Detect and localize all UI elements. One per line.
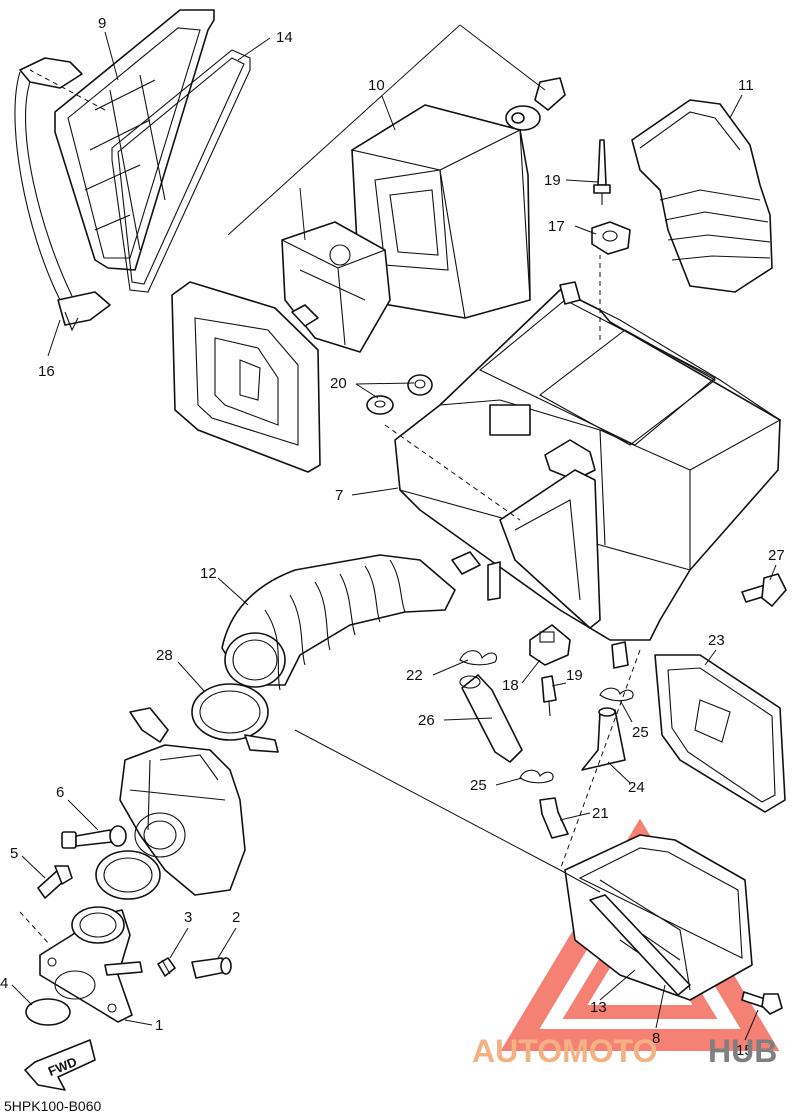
part-17-nut [591,221,631,255]
watermark-text-part2: HUB [708,1033,777,1069]
part-19-lower-screw [541,675,557,717]
part-25-clip-upper [599,687,634,702]
callout-24: 24 [628,779,645,796]
part-4-o-ring [25,998,71,1026]
callout-3: 3 [184,909,192,926]
part-11-intake-duct [631,99,773,293]
part-9-filter-cage [54,9,215,271]
callout-14: 14 [276,29,293,46]
part-13-cover [564,834,753,1001]
part-16-wire-clip [14,57,111,332]
callout-21: 21 [592,805,609,822]
callout-27: 27 [768,547,785,564]
watermark-text-part1: AUTOMOTO [472,1033,657,1069]
callout-9: 9 [98,15,106,32]
part-2-cap [191,957,232,979]
callout-10: 10 [368,77,385,94]
callout-20: 20 [330,375,347,392]
part-6-bolt [61,825,127,849]
part-24-drain-cap [581,707,626,771]
filter-frame [171,281,321,473]
callout-17: 17 [548,218,565,235]
callout-7: 7 [335,487,343,504]
part-22-clip [459,650,498,666]
callout-19: 19 [544,172,561,189]
part-23-filter-screen [654,654,786,813]
part-14-gasket [111,49,251,293]
callout-11: 11 [738,77,754,94]
part-3-clip [157,957,176,977]
carburetor [119,707,246,896]
callout-12: 12 [200,565,217,582]
callout-16: 16 [38,363,55,380]
callout-28: 28 [156,647,173,664]
part-27-bolt [741,573,787,607]
fwd-arrow: FWD [24,1039,96,1091]
case-fitting [451,551,501,601]
part-28-hose-clamp [191,683,279,753]
part-20-grommets [366,374,433,415]
carb-side-clamp [95,850,161,900]
callout-8: 8 [652,1030,660,1047]
part-25-clip-lower [519,769,554,784]
callout-19b: 19 [566,667,583,684]
callout-25b: 25 [470,777,487,794]
part-15-bolt [741,991,783,1015]
callout-5: 5 [10,845,18,862]
watermark-text: AUTOMOTO HUB [472,1033,777,1069]
callout-23: 23 [708,632,725,649]
part-21-fitting [539,797,569,839]
part-18-holder [529,624,571,666]
part-5-bolt [37,865,73,899]
part-19-top-screw [593,139,611,205]
leader-lines [11,24,777,1041]
callout-22: 22 [406,667,423,684]
part-12-intake-hose [221,554,456,691]
callout-25a: 25 [632,724,649,741]
callout-18: 18 [502,677,519,694]
filter-guide [281,221,391,353]
callout-15: 15 [736,1042,753,1059]
callout-4: 4 [0,975,8,992]
diagram-code: 5HPK100-B060 [4,1098,102,1114]
callout-6: 6 [56,784,64,801]
part-1-manifold [39,906,143,1023]
small-pipe [611,641,629,669]
callout-2: 2 [232,909,240,926]
part-8-bracket [589,894,691,996]
callout-labels: 9 14 16 10 11 19 17 20 7 12 27 28 23 22 … [0,15,785,1059]
grommet-top [505,77,566,131]
callout-1: 1 [155,1017,163,1034]
callout-13: 13 [590,999,607,1016]
part-7-filter-case [394,281,782,641]
callout-26: 26 [418,712,435,729]
